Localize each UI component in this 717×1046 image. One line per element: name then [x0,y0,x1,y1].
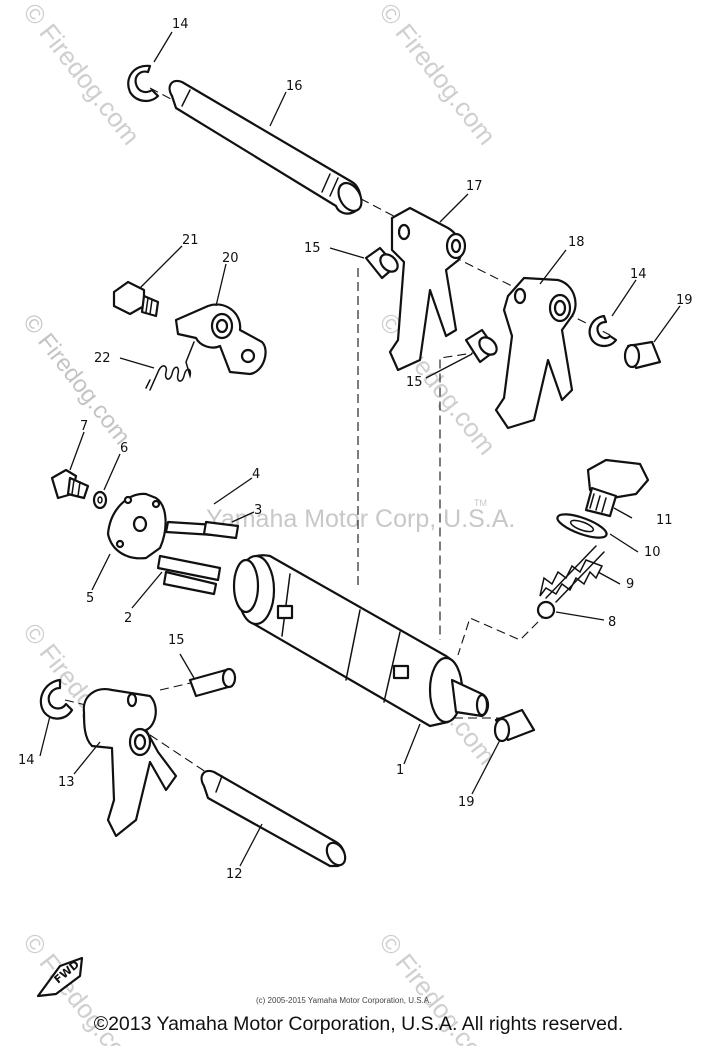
callout-15-c: 15 [168,633,185,648]
pin-15-c [188,667,237,698]
callout-18: 18 [568,235,585,250]
watermark-top-right: © Firedog.com [373,0,502,150]
pin-15-b [464,328,498,364]
callout-10: 10 [644,545,661,560]
small-credit: (c) 2005-2015 Yamaha Motor Corporation, … [256,996,431,1005]
shift-fork-13 [82,688,178,838]
callout-15-a: 15 [304,241,321,256]
cap-19-lower [493,708,536,743]
circlip-14-lower [39,678,74,720]
guide-bar-16 [168,79,363,215]
callout-7: 7 [80,419,88,434]
callout-labels: 14 16 17 15 18 14 19 21 20 22 15 7 6 4 3… [18,17,693,882]
stopper-lever-20 [174,303,267,376]
callout-22: 22 [94,351,111,366]
callout-21: 21 [182,233,199,248]
bolt-21 [112,280,160,318]
watermark-corp: Yamaha Motor Corp, U.S.A. [206,505,515,533]
pins-2-3-4 [156,520,240,596]
callout-8: 8 [608,615,616,630]
callout-14-lower: 14 [18,753,35,768]
callout-1: 1 [396,763,404,778]
callout-14-right: 14 [630,267,647,282]
callout-14-top: 14 [172,17,189,32]
callout-4: 4 [252,467,260,482]
spring-9 [539,545,605,603]
watermark-tm: TM [474,498,487,508]
watermark-top-left: © Firedog.com [17,0,146,150]
plug-bolt-11 [584,458,650,518]
callout-20: 20 [222,251,239,266]
shift-fork-18 [494,276,577,430]
segment-5 [106,492,167,560]
ball-8 [536,600,556,620]
callout-9: 9 [626,577,634,592]
callout-3: 3 [254,503,262,518]
guide-bar-12 [200,769,347,868]
spring-22 [145,341,195,391]
watermark-mid-left: © Firedog.com [17,309,135,450]
shift-fork-17 [388,206,467,372]
callout-5: 5 [86,591,94,606]
copyright-notice: ©2013 Yamaha Motor Corporation, U.S.A. A… [93,1013,624,1035]
callout-2: 2 [124,611,132,626]
leader-lines [39,31,681,867]
callout-16: 16 [286,79,303,94]
callout-19-upper: 19 [676,293,693,308]
callout-13: 13 [58,775,75,790]
callout-11: 11 [656,513,673,528]
washer-6 [92,490,108,510]
pin-15-a [364,246,399,280]
callout-12: 12 [226,867,243,882]
callout-15-b: 15 [406,375,423,390]
shift-drum-1 [232,554,490,728]
screw-7 [50,468,90,500]
cap-19-upper [623,340,662,370]
washer-10 [556,513,608,539]
callout-6: 6 [120,441,128,456]
circlip-14-right [588,314,618,348]
callout-17: 17 [466,179,483,194]
circlip-14-top [127,64,160,102]
callout-19-lower: 19 [458,795,475,810]
